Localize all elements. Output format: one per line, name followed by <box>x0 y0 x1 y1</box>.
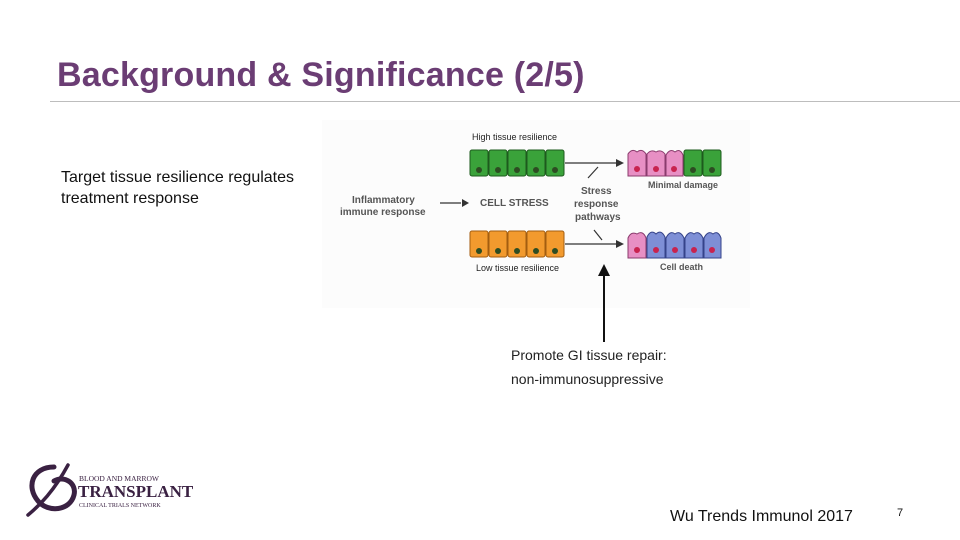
low-resilience-label: Low tissue resilience <box>476 263 559 273</box>
cell-nucleus <box>672 247 678 253</box>
stress-pathways-line1: Stress <box>581 186 612 197</box>
cell-nucleus <box>495 248 501 254</box>
callout-line1: Promote GI tissue repair: <box>511 343 667 367</box>
inflammatory-label-line1: Inflammatory <box>352 195 415 206</box>
high-resilience-label: High tissue resilience <box>472 132 557 142</box>
cell-nucleus <box>653 166 659 172</box>
cell-nucleus <box>476 248 482 254</box>
cell-nucleus <box>709 247 715 253</box>
logo-line3: CLINICAL TRIALS NETWORK <box>79 503 161 509</box>
cell-death-cell-row <box>628 232 721 258</box>
gi-repair-callout: Promote GI tissue repair: non-immunosupp… <box>511 343 667 391</box>
bmt-ctn-logo: BLOOD AND MARROW TRANSPLANT CLINICAL TRI… <box>24 461 199 521</box>
cell-nucleus <box>533 248 539 254</box>
cell-nucleus <box>709 167 715 173</box>
inflammatory-arrowhead <box>462 199 469 207</box>
page-number: 7 <box>897 507 903 519</box>
cell-nucleus <box>691 247 697 253</box>
cell-nucleus <box>552 248 558 254</box>
cell-nucleus <box>552 167 558 173</box>
blue-cell <box>666 233 684 258</box>
cell-nucleus <box>690 167 696 173</box>
callout-line2: non-immunosuppressive <box>511 367 667 391</box>
cell-nucleus <box>495 167 501 173</box>
cell-nucleus <box>476 167 482 173</box>
inflammatory-label-line2: immune response <box>340 207 426 218</box>
cell-death-label: Cell death <box>660 262 703 272</box>
cell-stress-label: CELL STRESS <box>480 198 549 209</box>
high-outcome-arrowhead <box>616 159 624 167</box>
stress-pathways-line3: pathways <box>575 212 621 223</box>
stress-up-arrow <box>588 167 598 178</box>
minimal-damage-cell-row <box>628 150 721 176</box>
callout-arrow <box>596 264 612 342</box>
tissue-resilience-statement: Target tissue resilience regulates treat… <box>61 167 321 209</box>
stress-pathways-line2: response <box>574 199 619 210</box>
citation: Wu Trends Immunol 2017 <box>670 508 853 526</box>
stress-down-arrow <box>594 230 602 240</box>
cell-nucleus <box>634 166 640 172</box>
low-resilience-cell-row <box>470 231 564 257</box>
slide-title: Background & Significance (2/5) <box>57 56 585 95</box>
pink-cell <box>628 150 646 176</box>
blue-cell <box>685 233 703 258</box>
cell-nucleus <box>653 247 659 253</box>
logo-line2: TRANSPLANT <box>78 482 194 501</box>
cell-nucleus <box>514 167 520 173</box>
cell-nucleus <box>533 167 539 173</box>
tissue-resilience-diagram: High tissue resilience Inflammatory immu… <box>322 120 750 308</box>
pink-cell <box>666 151 683 176</box>
low-outcome-arrowhead <box>616 240 624 248</box>
pink-cell <box>628 233 646 258</box>
cell-nucleus <box>514 248 520 254</box>
cell-nucleus <box>671 166 677 172</box>
title-divider <box>50 101 960 102</box>
pink-cell <box>647 151 665 176</box>
blue-cell <box>647 232 665 258</box>
minimal-damage-label: Minimal damage <box>648 180 718 190</box>
blue-cell <box>704 233 721 258</box>
cell-nucleus <box>634 247 640 253</box>
high-resilience-cell-row <box>470 150 564 176</box>
logo-swirl-icon <box>28 465 74 515</box>
